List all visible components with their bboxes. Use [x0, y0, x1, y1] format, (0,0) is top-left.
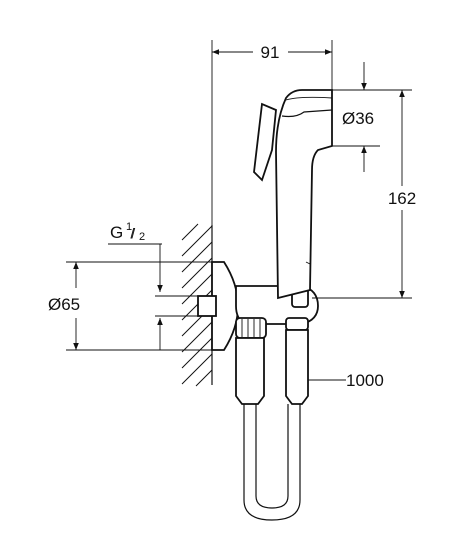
wall-flange — [197, 261, 239, 351]
head-diameter-dimension: Ø36 — [332, 62, 380, 172]
thread-numerator: 1 — [126, 221, 132, 233]
trigger-lever — [253, 102, 277, 182]
width-label: 91 — [261, 43, 280, 62]
flange-diameter-label: Ø65 — [48, 295, 80, 314]
head-diameter-label: Ø36 — [342, 109, 374, 128]
thread-dimension: G 1 / 2 — [108, 221, 198, 350]
knurled-knob — [235, 317, 267, 339]
flange-diameter-dimension: Ø65 — [48, 261, 224, 351]
hose — [235, 329, 309, 521]
height-dimension: 162 — [312, 89, 416, 299]
svg-text:/: / — [131, 226, 135, 241]
hose-length-callout: 1000 — [308, 371, 384, 390]
thread-label: G — [110, 223, 123, 242]
spray-head — [253, 89, 333, 300]
height-label: 162 — [388, 189, 416, 208]
width-dimension: 91 — [212, 40, 333, 92]
hose-length-label: 1000 — [346, 371, 384, 390]
hose-nut — [285, 317, 309, 331]
thread-denominator: 2 — [139, 231, 145, 243]
